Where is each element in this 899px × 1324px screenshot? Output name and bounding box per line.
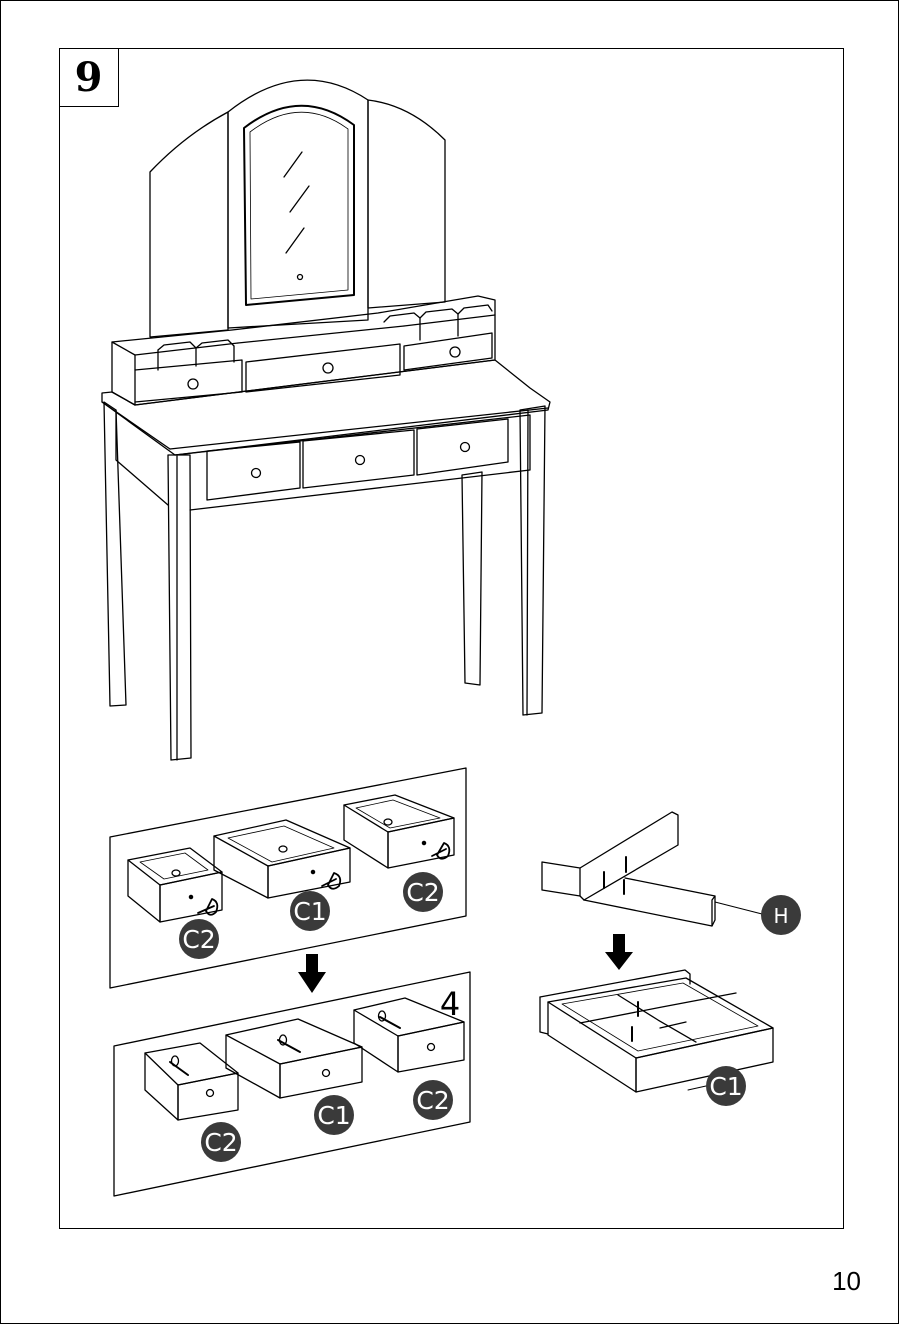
page-number: 10 xyxy=(832,1266,861,1297)
label-h: H xyxy=(761,895,801,935)
svg-text:C2: C2 xyxy=(416,1086,449,1115)
label-c1-divider-drawer: C1 xyxy=(706,1066,746,1106)
svg-text:C2: C2 xyxy=(406,878,439,907)
svg-text:C1: C1 xyxy=(317,1101,350,1130)
label-c2-after-left: C2 xyxy=(201,1122,241,1162)
svg-text:C1: C1 xyxy=(293,897,326,926)
svg-text:C1: C1 xyxy=(709,1072,742,1101)
label-c1-before: C1 xyxy=(290,891,330,931)
label-c2-before-left: C2 xyxy=(179,919,219,959)
quantity-label: 4 xyxy=(440,985,460,1023)
label-c2-after-right: C2 xyxy=(413,1080,453,1120)
label-c2-before-right: C2 xyxy=(403,872,443,912)
svg-text:H: H xyxy=(773,904,788,928)
svg-text:C2: C2 xyxy=(182,925,215,954)
label-c1-after: C1 xyxy=(314,1095,354,1135)
svg-text:C2: C2 xyxy=(204,1128,237,1157)
